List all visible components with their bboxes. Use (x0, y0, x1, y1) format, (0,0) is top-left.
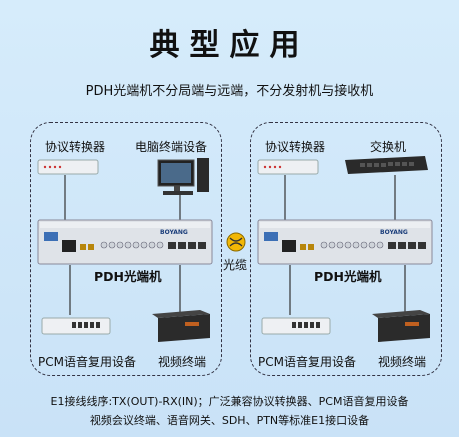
label-pdh-right: PDH光端机 (314, 269, 382, 284)
footer-line-1: E1接线线序:TX(OUT)-RX(IN)；广泛兼容协议转换器、PCM语音复用设… (50, 395, 409, 408)
label-video-terminal-right: 视频终端 (378, 355, 427, 369)
label-protocol-converter-left: 协议转换器 (45, 140, 106, 154)
label-protocol-converter-right: 协议转换器 (265, 140, 326, 154)
pdh-optical-terminal-right-icon: BOYANG (257, 219, 433, 265)
video-terminal-right-icon (372, 310, 430, 342)
fiber-cable-icon (226, 232, 246, 252)
brand-logo-left: BOYANG (160, 229, 188, 236)
page-title: 典型应用 (149, 28, 310, 63)
label-pcm-right: PCM语音复用设备 (258, 355, 356, 369)
footer-line-2: 视频会议终端、语音网关、SDH、PTN等标准E1接口设备 (89, 414, 370, 427)
computer-terminal-icon (157, 158, 209, 195)
pcm-voice-device-left-icon (41, 317, 111, 335)
protocol-converter-right-icon (257, 159, 319, 175)
label-video-terminal-left: 视频终端 (158, 355, 207, 369)
video-terminal-left-icon (152, 310, 210, 342)
label-computer-terminal: 电脑终端设备 (135, 140, 208, 154)
pdh-optical-terminal-left-icon: BOYANG (37, 219, 213, 265)
label-fiber-cable: 光缆 (223, 258, 248, 272)
left-site-panel (30, 122, 222, 376)
network-switch-icon (345, 156, 428, 174)
subtitle: PDH光端机不分局端与远端，不分发射机与接收机 (85, 84, 374, 99)
right-site-panel (250, 122, 442, 376)
protocol-converter-left-icon (37, 159, 99, 175)
brand-logo-right: BOYANG (380, 229, 408, 236)
label-switch: 交换机 (370, 140, 407, 154)
label-pcm-left: PCM语音复用设备 (38, 355, 136, 369)
label-pdh-left: PDH光端机 (94, 269, 162, 284)
pcm-voice-device-right-icon (261, 317, 331, 335)
